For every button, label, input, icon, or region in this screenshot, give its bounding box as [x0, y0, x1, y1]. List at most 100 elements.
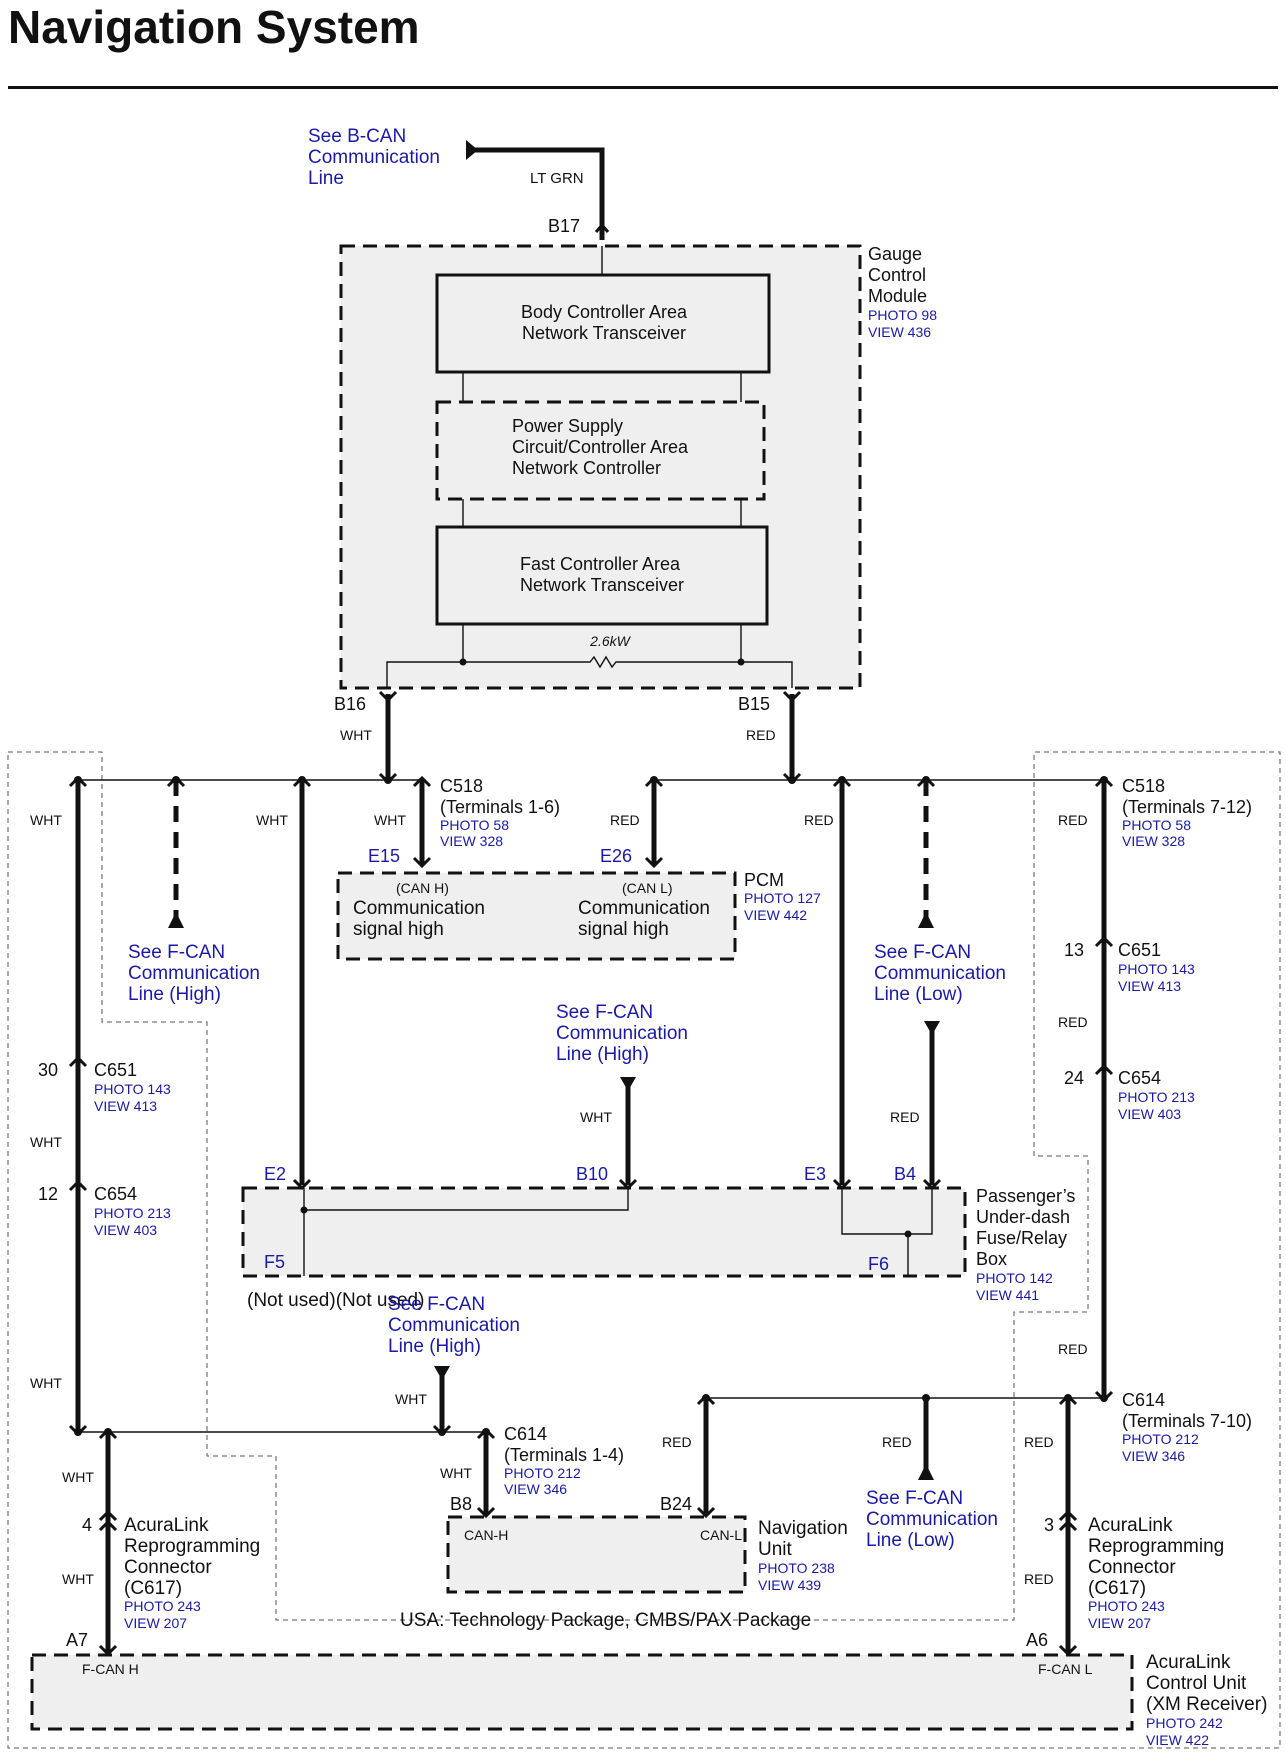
reference-arrow-icon	[918, 912, 934, 928]
terminal-b24: B24	[660, 1494, 692, 1514]
terminal-a6: A6	[1026, 1630, 1048, 1650]
pcm-box	[336, 871, 737, 961]
fuse-name-3: Fuse/Relay	[976, 1228, 1067, 1248]
bcan-ref-line3: Line	[308, 168, 344, 189]
c518-right-sub: (Terminals 7-12)	[1122, 797, 1252, 817]
pcm-photo: PHOTO 127	[744, 890, 821, 906]
nav-view: VIEW 439	[758, 1577, 821, 1593]
block3-line1: Fast Controller Area	[520, 554, 681, 574]
fast-can-transceiver-block	[435, 525, 769, 626]
c614-left-photo: PHOTO 212	[504, 1465, 581, 1481]
pcm-left-label-1: Communication	[353, 898, 485, 919]
package-note: USA: Technology Package, CMBS/PAX Packag…	[400, 1610, 811, 1631]
pcm-name: PCM	[744, 870, 784, 890]
c651-right-pin: 13	[1064, 940, 1084, 960]
c617-left-name-4: (C617)	[124, 1578, 182, 1599]
fcan-high-ref-3: Line (High)	[128, 984, 221, 1005]
fcan-high-ref-lower-2: Communication	[388, 1315, 520, 1336]
pcm-left-label-2: signal high	[353, 919, 444, 940]
fcan-high-ref-2: Communication	[128, 963, 260, 984]
pcm-can-h-tag: (CAN H)	[396, 880, 449, 896]
resistor-line	[386, 655, 793, 688]
c617-right-photo: PHOTO 243	[1088, 1598, 1165, 1614]
gcm-photo: PHOTO 98	[868, 307, 937, 323]
c617-left-view: VIEW 207	[124, 1615, 187, 1631]
wire-color-wht: WHT	[30, 1375, 62, 1391]
fuse-photo: PHOTO 142	[976, 1270, 1053, 1286]
pcm-view: VIEW 442	[744, 907, 807, 923]
c654-left-pin: 12	[38, 1184, 58, 1204]
reference-arrow-icon	[918, 1464, 934, 1480]
bcan-ref-line2: Communication	[308, 147, 440, 168]
terminal-b17: B17	[548, 216, 580, 236]
acuralink-control-unit-box	[30, 1653, 1134, 1731]
block2-line2: Circuit/Controller Area	[512, 437, 689, 457]
fcan-low-ref-lower-2: Communication	[866, 1509, 998, 1530]
c617-right-name-4: (C617)	[1088, 1578, 1146, 1599]
junction-dot	[737, 658, 745, 666]
block3-line2: Network Transceiver	[520, 575, 684, 595]
pcm-right-label-2: signal high	[578, 919, 669, 940]
c518-right-photo: PHOTO 58	[1122, 817, 1191, 833]
c614-right-name: C614	[1122, 1390, 1165, 1410]
terminal-e15: E15	[368, 846, 400, 866]
body-can-transceiver-block	[435, 273, 771, 374]
reference-arrow-icon	[434, 1366, 450, 1380]
wire-color-red-b15: RED	[746, 727, 776, 743]
wire-color-ltgrn: LT GRN	[530, 170, 584, 187]
acura-fcan-l: F-CAN L	[1038, 1661, 1093, 1677]
acura-fcan-h: F-CAN H	[82, 1661, 139, 1677]
terminal-a7: A7	[66, 1630, 88, 1650]
wire-color-wht: WHT	[30, 812, 62, 828]
c617-right-view: VIEW 207	[1088, 1615, 1151, 1631]
fuse-relay-box	[241, 1186, 967, 1278]
fcan-low-ref-2: Communication	[874, 963, 1006, 984]
title-divider	[8, 86, 1278, 89]
wire-color-red: RED	[1058, 1341, 1088, 1357]
terminal-b15: B15	[738, 694, 770, 714]
wire-color-wht: WHT	[62, 1571, 94, 1587]
wire-color-wht: WHT	[256, 812, 288, 828]
fcan-high-ref-1: See F-CAN	[128, 942, 225, 963]
gcm-view: VIEW 436	[868, 324, 931, 340]
wire-color-red: RED	[610, 812, 640, 828]
c614-right-photo: PHOTO 212	[1122, 1431, 1199, 1447]
nav-can-l: CAN-L	[700, 1527, 742, 1543]
c654-right-name: C654	[1118, 1068, 1161, 1088]
fcan-high-ref-lower-1: See F-CAN	[388, 1294, 485, 1315]
wire-color-wht: WHT	[580, 1109, 612, 1125]
c651-left-photo: PHOTO 143	[94, 1081, 171, 1097]
internal-line	[841, 1188, 933, 1235]
wire-color-wht: WHT	[440, 1465, 472, 1481]
gcm-name-2: Control	[868, 265, 926, 285]
fcan-low-ref-3: Line (Low)	[874, 984, 963, 1005]
junction-dot	[459, 658, 467, 666]
gcm-name-1: Gauge	[868, 244, 922, 264]
gcm-name-3: Module	[868, 286, 927, 306]
terminal-b10: B10	[576, 1164, 608, 1184]
resistor-label: 2.6kW	[589, 633, 631, 649]
c651-left-name: C651	[94, 1060, 137, 1080]
c654-right-photo: PHOTO 213	[1118, 1089, 1195, 1105]
terminal-e2: E2	[264, 1164, 286, 1184]
fcan-high-ref-mid-1: See F-CAN	[556, 1002, 653, 1023]
wire-color-red: RED	[1058, 1014, 1088, 1030]
wire-color-red: RED	[1058, 812, 1088, 828]
pcm-can-l-tag: (CAN L)	[622, 880, 673, 896]
c617-right-pin: 3	[1044, 1515, 1054, 1535]
fcan-low-ref-lower-1: See F-CAN	[866, 1488, 963, 1509]
reference-arrow-icon	[620, 1077, 636, 1091]
c654-left-view: VIEW 403	[94, 1222, 157, 1238]
terminal-b16: B16	[334, 694, 366, 714]
block2-line1: Power Supply	[512, 416, 623, 436]
not-used-label: (Not used)(Not used)	[247, 1290, 424, 1311]
c617-left-name-3: Connector	[124, 1557, 212, 1578]
power-supply-can-controller-block	[435, 400, 766, 501]
c614-left-name: C614	[504, 1424, 547, 1444]
junction-dot	[300, 1206, 308, 1214]
c654-left-name: C654	[94, 1184, 137, 1204]
c651-right-view: VIEW 413	[1118, 978, 1181, 994]
c518-left-view: VIEW 328	[440, 833, 503, 849]
c518-left-photo: PHOTO 58	[440, 817, 509, 833]
